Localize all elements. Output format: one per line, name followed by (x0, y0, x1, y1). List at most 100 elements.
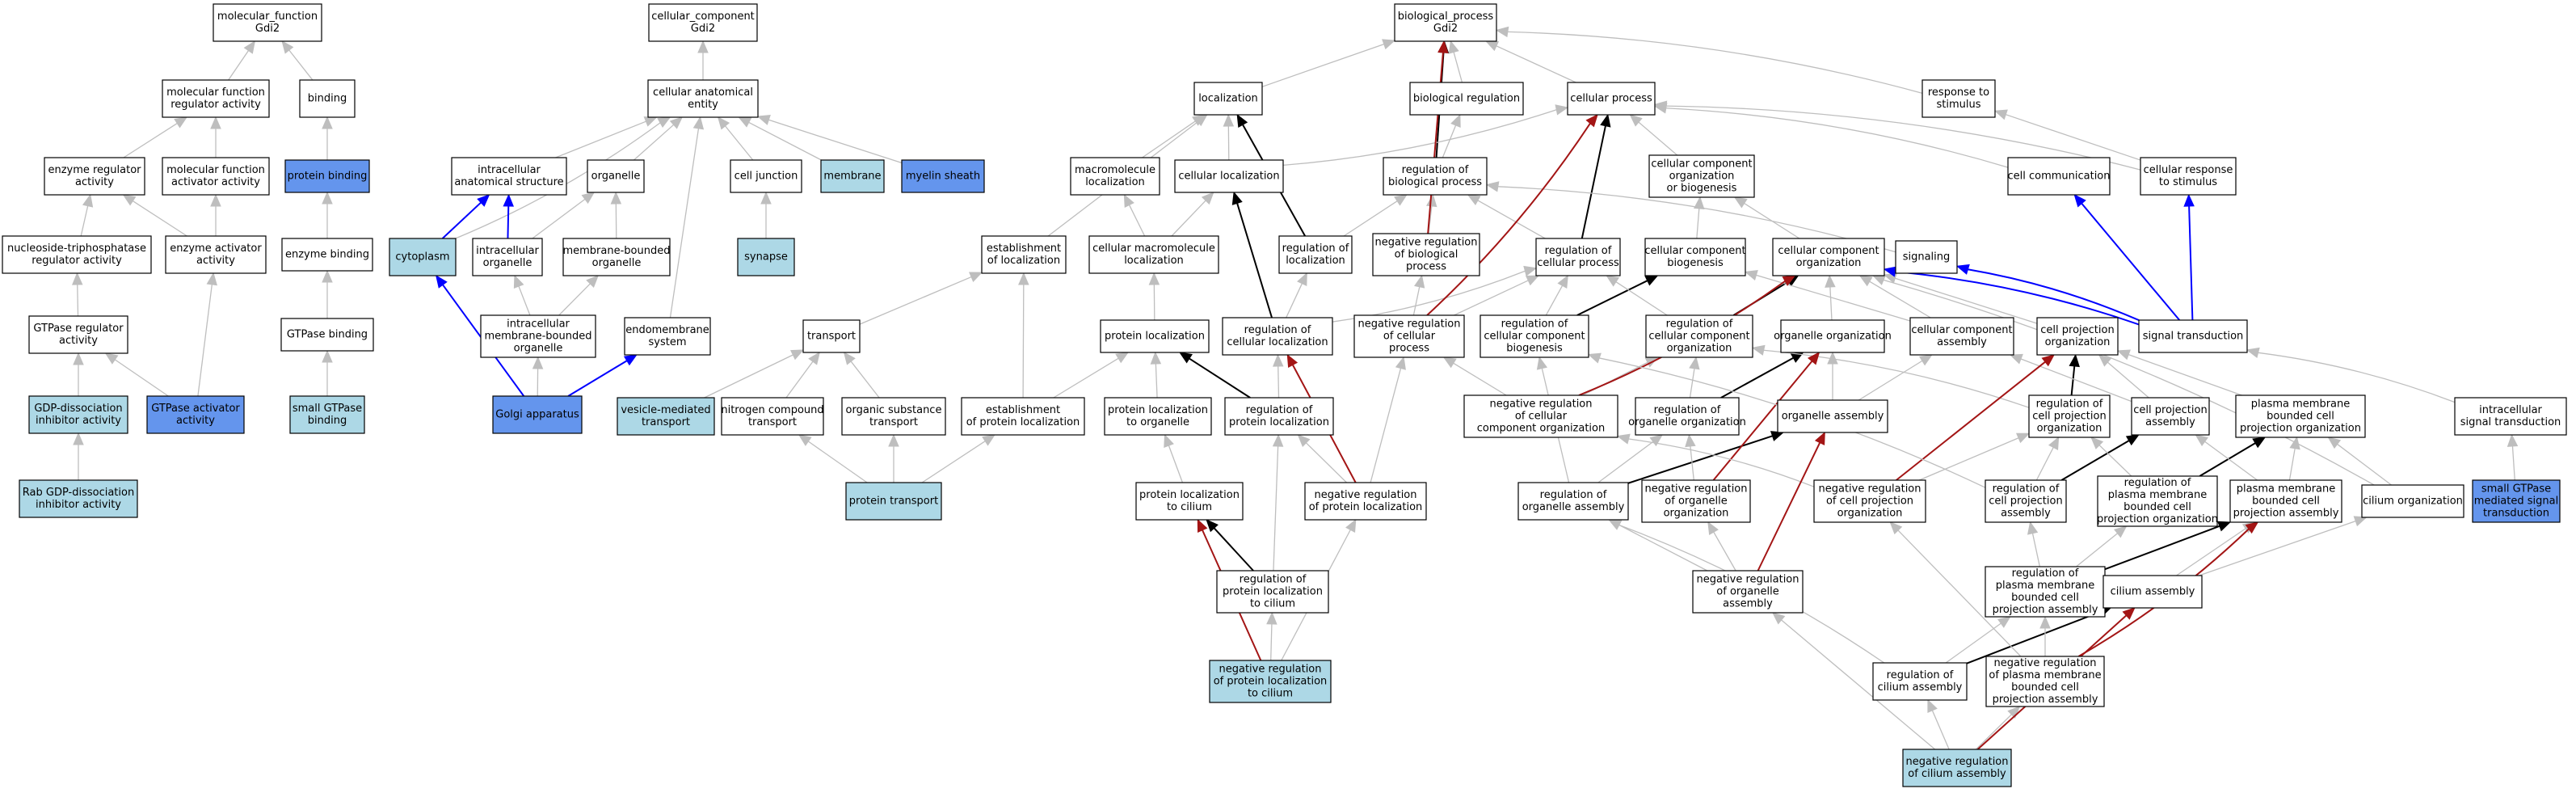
edge-arrowhead (243, 40, 256, 54)
edge-reg_cp_asm-to-reg_cp_org (2035, 436, 2060, 481)
go-term-node-cell-junc[interactable]: cell junction (730, 159, 802, 193)
go-term-node-binding[interactable]: binding (299, 79, 356, 118)
go-term-node-prot-bind[interactable]: protein binding (284, 159, 370, 193)
go-term-node-signaling[interactable]: signaling (1895, 240, 1958, 274)
go-term-node-enz-bind[interactable]: enzyme binding (281, 238, 373, 272)
node-label-line: endomembrane (625, 324, 709, 336)
go-term-node-cell-proc[interactable]: cellular process (1567, 82, 1656, 116)
go-term-node-membrane[interactable]: membrane (820, 159, 885, 193)
go-term-node-myelin[interactable]: myelin sheath (901, 159, 985, 193)
go-term-node-cytoplasm[interactable]: cytoplasm (389, 238, 457, 276)
edge-arrowhead (1442, 356, 1457, 369)
go-term-node-org-org[interactable]: organelle organization (1774, 319, 1892, 353)
go-term-node-cell-loc[interactable]: cellular localization (1174, 159, 1284, 193)
edge-arrowhead (1206, 519, 1219, 533)
go-term-node-cil-org[interactable]: cilium organization (2361, 484, 2464, 518)
go-term-node-transport[interactable]: transport (802, 319, 861, 353)
node-label-line: cellular process (1570, 93, 1652, 105)
go-term-node-synapse[interactable]: synapse (737, 238, 795, 276)
go-term-node-cell-comm[interactable]: cell communication (2007, 157, 2111, 196)
edge-arrowhead (1751, 344, 1766, 356)
node-label-line: cell projection (1989, 496, 2062, 508)
go-term-node-cil-asm[interactable]: cilium assembly (2102, 575, 2203, 609)
edge-line (555, 120, 646, 158)
edge-endomem-to-cae (669, 116, 705, 318)
go-term-node-gtpase-bind[interactable]: GTPase binding (280, 318, 374, 352)
go-term-node-organelle[interactable]: organelle (587, 159, 645, 193)
go-term-node-golgi[interactable]: Golgi apparatus (492, 395, 583, 434)
go-term-node-localization[interactable]: localization (1193, 82, 1263, 116)
go-term-node-org-asm[interactable]: organelle assembly (1777, 399, 1888, 433)
go-term-node-prot-loc[interactable]: protein localization (1100, 319, 1210, 353)
go-term-node-prot-trans[interactable]: protein transport (845, 482, 942, 521)
go-term-node-sig-trans[interactable]: signal transduction (2138, 319, 2248, 353)
go-term-node-bio-reg[interactable]: biological regulation (1409, 82, 1524, 116)
